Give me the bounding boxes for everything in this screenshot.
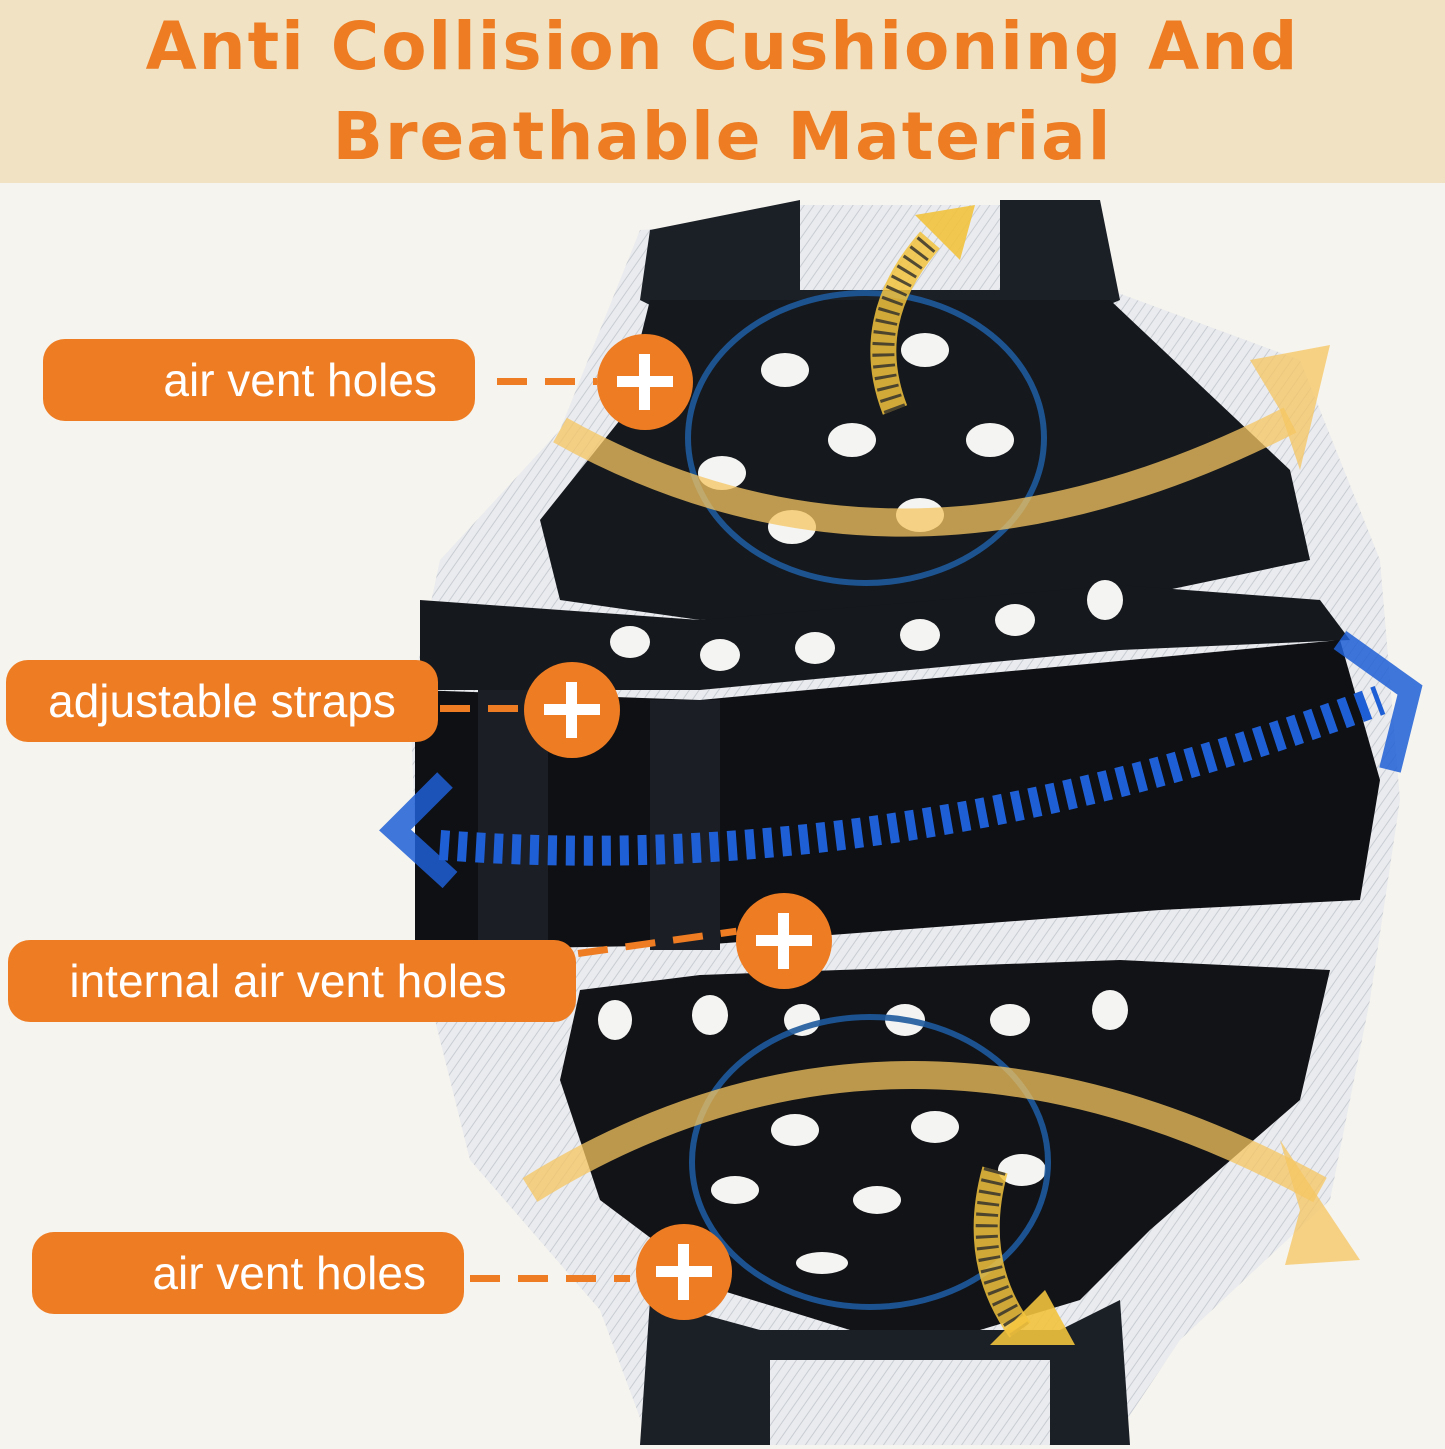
plus-marker-icon[interactable]: [524, 662, 620, 758]
callout-label: adjustable straps: [48, 675, 396, 727]
callout-leader-line: [470, 1275, 630, 1282]
upper-airflow-arrow-icon: [553, 407, 1297, 537]
callout-air-vent-holes-bottom: air vent holes: [32, 1232, 464, 1314]
plus-marker-icon[interactable]: [636, 1224, 732, 1320]
upper-highlight-circle: [685, 290, 1047, 586]
upper-row-holes: [610, 580, 1123, 671]
bottom-loop: [770, 1360, 1050, 1445]
callout-internal-air-vent-holes: internal air vent holes: [8, 940, 576, 1022]
lower-vent-holes: [711, 1111, 1046, 1274]
lower-airflow-arrow-icon: [522, 1061, 1327, 1203]
plus-marker-icon[interactable]: [736, 893, 832, 989]
lower-curved-outflow-arrow-icon: [973, 1166, 1075, 1345]
upper-panel: [540, 300, 1310, 620]
lower-highlight-circle: [689, 1014, 1051, 1310]
title-banner: Anti Collision Cushioning And Breathable…: [0, 0, 1445, 183]
upper-airflow-arrowhead-icon: [1250, 345, 1330, 470]
title-line-1: Anti Collision Cushioning And: [145, 8, 1300, 85]
callout-label: air vent holes: [152, 1247, 426, 1299]
callout-air-vent-holes-top: air vent holes: [43, 339, 475, 421]
blue-compression-arrow-icon: [379, 631, 1423, 889]
title-line-2: Breathable Material: [332, 98, 1113, 175]
callout-label: internal air vent holes: [69, 955, 507, 1007]
plus-marker-icon[interactable]: [597, 334, 693, 430]
lower-airflow-arrowhead-icon: [1280, 1140, 1360, 1265]
upper-curved-outflow-arrow-icon: [870, 205, 975, 415]
velcro-strip-2: [650, 700, 720, 950]
callout-leader-line: [440, 705, 525, 712]
callout-leader-line: [497, 378, 597, 385]
callout-adjustable-straps: adjustable straps: [6, 660, 438, 742]
callout-label: air vent holes: [163, 354, 437, 406]
